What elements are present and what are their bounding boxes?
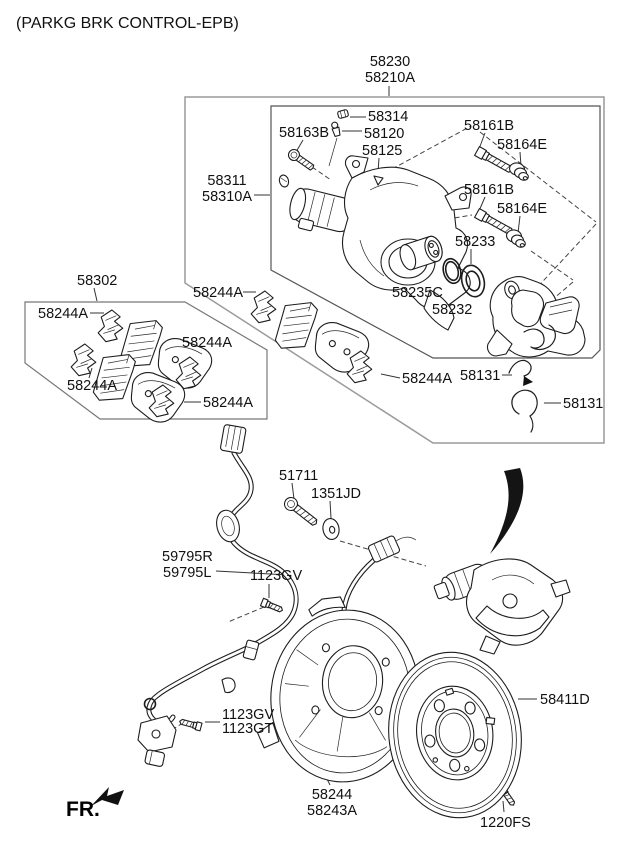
page-title: (PARKG BRK CONTROL-EPB) bbox=[16, 15, 239, 32]
label-caliper-body[interactable]: 58311 58310A bbox=[202, 173, 252, 205]
label-58232[interactable]: 58232 bbox=[432, 302, 472, 318]
piston-58235C bbox=[399, 235, 443, 271]
label-58131-b[interactable]: 58131 bbox=[563, 396, 603, 412]
abs-sensor-cable bbox=[137, 424, 299, 767]
label-58163B[interactable]: 58163B bbox=[279, 125, 329, 141]
bushing-lower bbox=[504, 228, 528, 249]
boot-58233 bbox=[460, 264, 486, 298]
label-1123GV-upper[interactable]: 1123GV bbox=[250, 568, 302, 584]
screw-1123GV-upper bbox=[259, 597, 285, 615]
dust-shield bbox=[257, 596, 420, 783]
fr-arrow-icon bbox=[91, 787, 124, 806]
label-58244A-6[interactable]: 58244A bbox=[402, 371, 452, 387]
label-51711[interactable]: 51711 bbox=[279, 468, 318, 484]
caliper-body-box bbox=[270, 105, 601, 359]
fr-direction-label: FR. bbox=[66, 798, 100, 821]
cap-58314 bbox=[337, 109, 349, 119]
label-58311: 58311 bbox=[207, 173, 246, 189]
label-58411D[interactable]: 58411D bbox=[540, 692, 590, 708]
bolt-58163B bbox=[287, 148, 315, 171]
label-58233[interactable]: 58233 bbox=[455, 234, 495, 250]
spring-58131-b bbox=[511, 389, 538, 433]
label-58244A-2[interactable]: 58244A bbox=[182, 335, 232, 351]
label-58314[interactable]: 58314 bbox=[368, 109, 408, 125]
caliper-carrier bbox=[486, 276, 586, 358]
label-58210A: 58210A bbox=[365, 70, 415, 86]
label-59795L[interactable]: 59795L bbox=[163, 565, 211, 581]
label-58244A-3[interactable]: 58244A bbox=[67, 378, 117, 394]
label-58244A-5[interactable]: 58244A bbox=[193, 285, 243, 301]
label-58164E-lower[interactable]: 58164E bbox=[497, 201, 547, 217]
bleeder-58120 bbox=[331, 121, 341, 137]
label-58161B-lower[interactable]: 58161B bbox=[464, 182, 514, 198]
washer-1351JD-part bbox=[322, 518, 340, 540]
label-58120[interactable]: 58120 bbox=[364, 126, 404, 142]
caliper-assembled bbox=[433, 558, 571, 655]
clip-58125 bbox=[373, 175, 384, 186]
label-58302[interactable]: 58302 bbox=[77, 273, 117, 289]
bolt-51711-part bbox=[283, 496, 318, 526]
label-58125[interactable]: 58125 bbox=[362, 143, 402, 159]
label-58235C[interactable]: 58235C bbox=[392, 285, 443, 301]
label-58244A-1[interactable]: 58244A bbox=[38, 306, 88, 322]
pad-kit-contents bbox=[66, 306, 216, 427]
label-58244A-4[interactable]: 58244A bbox=[203, 395, 253, 411]
label-58161B-upper[interactable]: 58161B bbox=[464, 118, 514, 134]
label-58243A[interactable]: 58243A bbox=[307, 803, 357, 819]
label-58244[interactable]: 58244 bbox=[312, 787, 352, 803]
label-59795R[interactable]: 59795R bbox=[162, 549, 213, 565]
label-caliper-assembly[interactable]: 58230 58210A bbox=[365, 54, 415, 86]
label-1123GV-lower[interactable]: 1123GV bbox=[222, 707, 274, 723]
label-1351JD[interactable]: 1351JD bbox=[311, 486, 361, 502]
label-1220FS[interactable]: 1220FS bbox=[480, 815, 531, 831]
label-58164E-upper[interactable]: 58164E bbox=[497, 137, 547, 153]
swoosh-arrow bbox=[490, 468, 524, 554]
label-58230: 58230 bbox=[370, 54, 410, 70]
oring-58232 bbox=[442, 257, 462, 285]
label-1123GT[interactable]: 1123GT bbox=[222, 721, 273, 737]
label-58131-a[interactable]: 58131 bbox=[460, 368, 500, 384]
label-58310A: 58310A bbox=[202, 189, 252, 205]
spring-58131-a bbox=[508, 359, 533, 386]
brake-disc bbox=[388, 651, 522, 819]
caliper-assembly-box bbox=[184, 96, 605, 444]
bushing-upper bbox=[507, 161, 531, 182]
screw-1123GV-lower bbox=[178, 716, 203, 732]
pad-kit-box bbox=[24, 301, 268, 420]
